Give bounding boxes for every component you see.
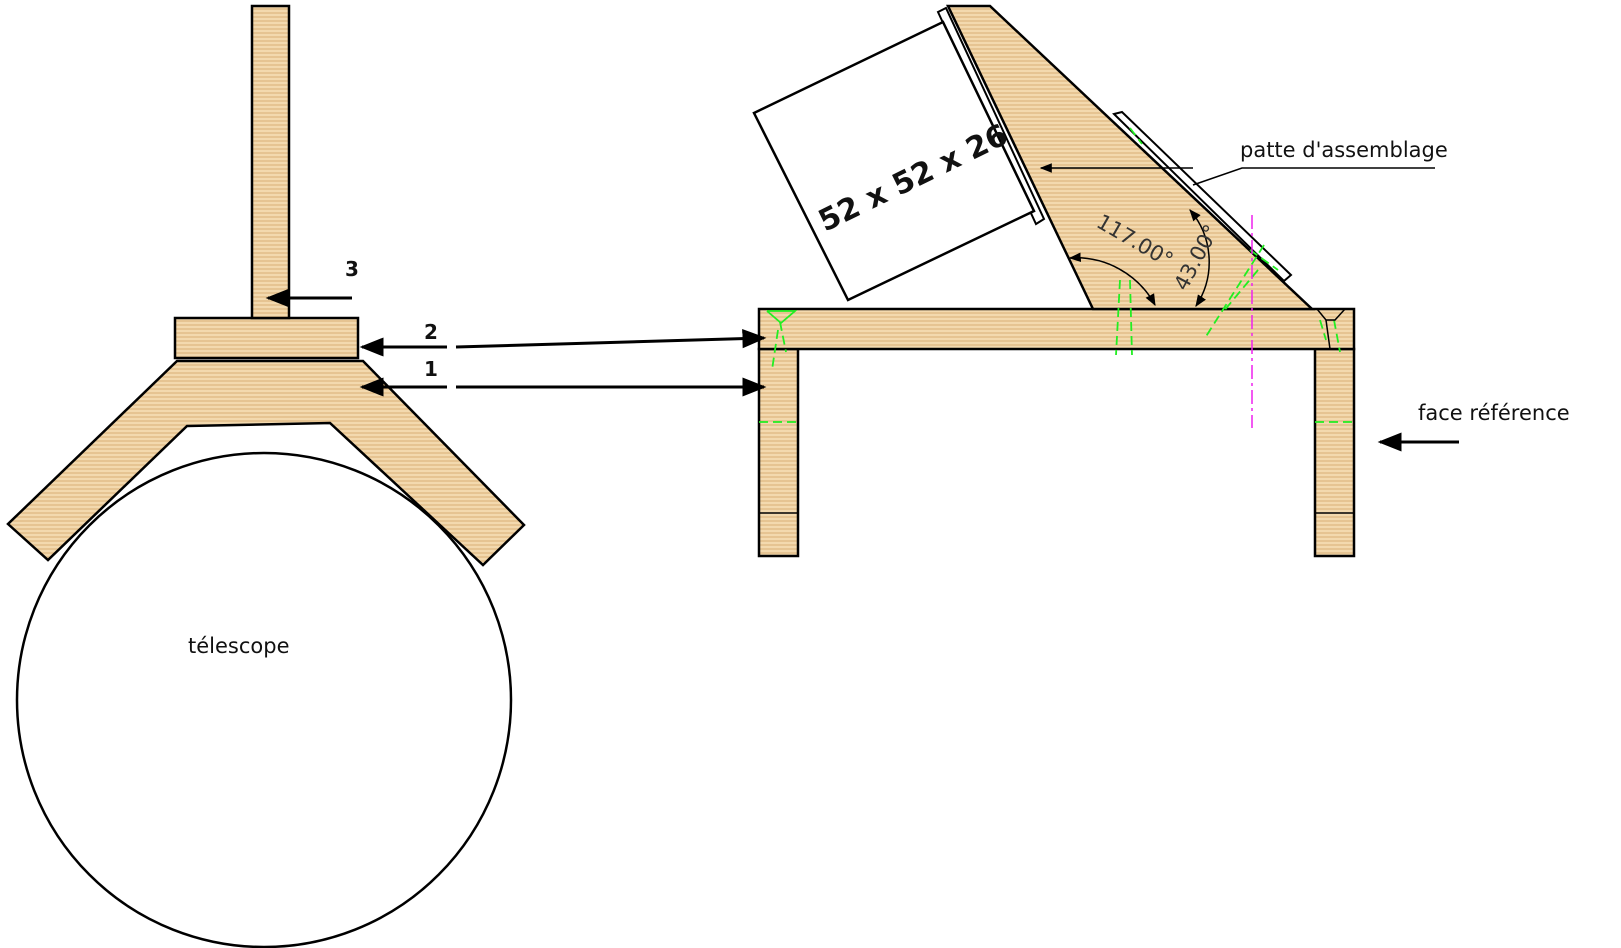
reference-face-label: face référence <box>1418 401 1570 425</box>
hidden-lines <box>759 127 1354 423</box>
finder-block <box>752 20 1036 302</box>
part-2-label: 2 <box>424 320 438 344</box>
base-board-part-2 <box>173 316 360 360</box>
top-rail <box>757 307 1356 351</box>
part-3-label: 3 <box>345 257 359 281</box>
mount-tag-label: patte d'assemblage <box>1240 138 1448 162</box>
part-1-label: 1 <box>424 357 438 381</box>
cradle-part-1 <box>6 359 526 567</box>
left-view <box>6 4 526 948</box>
leader-lines <box>265 163 1459 452</box>
screw-hole <box>1316 308 1347 321</box>
post-part-3 <box>250 4 291 320</box>
right-view <box>752 4 1356 558</box>
right-leg <box>1313 347 1356 558</box>
left-leg <box>757 347 800 558</box>
angle-arc-43 <box>1189 209 1210 308</box>
assembly-plate <box>1112 110 1293 283</box>
telescope-label: télescope <box>188 634 290 658</box>
telescope-tube <box>15 451 513 948</box>
triangular-support <box>946 4 1316 311</box>
angle-arc-117 <box>1068 252 1156 307</box>
